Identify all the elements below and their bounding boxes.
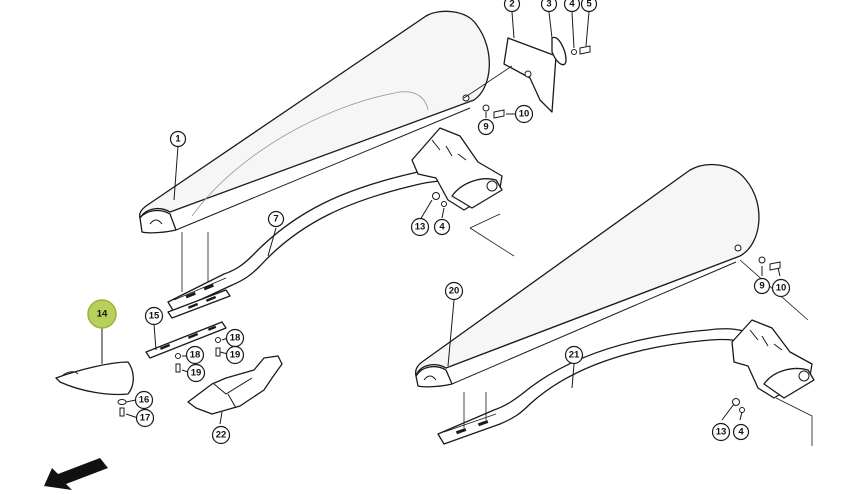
callout-20[interactable]: 20	[444, 281, 464, 301]
callout-10-upper[interactable]: 10	[514, 104, 534, 124]
bolts-18-19	[175, 337, 221, 373]
svg-text:20: 20	[449, 286, 460, 297]
callout-13-lower[interactable]: 13	[711, 422, 731, 442]
callout-9-lower[interactable]: 9	[753, 277, 771, 295]
callout-19-left[interactable]: 19	[186, 363, 206, 383]
svg-text:17: 17	[140, 413, 151, 424]
arrow-left-down-icon	[44, 458, 108, 490]
mount-bracket-upper	[411, 127, 503, 211]
callout-7[interactable]: 7	[267, 210, 285, 228]
callout-16[interactable]: 16	[134, 390, 154, 410]
callout-3[interactable]: 3	[540, 0, 558, 13]
svg-text:10: 10	[519, 109, 530, 120]
svg-text:4: 4	[439, 222, 445, 233]
svg-text:14: 14	[97, 309, 108, 320]
leader-lines	[125, 11, 781, 425]
callout-22[interactable]: 22	[211, 425, 231, 445]
bolt-set-upper-9-10	[482, 104, 505, 119]
svg-text:18: 18	[190, 350, 201, 361]
callout-2[interactable]: 2	[503, 0, 521, 13]
cone-divider-part-1	[138, 10, 490, 234]
svg-text:19: 19	[191, 368, 202, 379]
svg-text:13: 13	[716, 427, 727, 438]
svg-text:10: 10	[776, 283, 787, 294]
mount-bracket-lower	[731, 319, 815, 399]
svg-text:9: 9	[759, 281, 764, 292]
bolt-set-lower-9-10	[758, 256, 781, 271]
left-parts	[55, 289, 283, 417]
svg-text:4: 4	[569, 0, 575, 10]
nut-set-lower-13-4	[732, 398, 745, 413]
svg-text:13: 13	[415, 222, 426, 233]
callout-4-mid[interactable]: 4	[433, 218, 451, 236]
svg-text:4: 4	[738, 427, 744, 438]
callout-4-upper[interactable]: 4	[563, 0, 581, 13]
callout-5[interactable]: 5	[580, 0, 598, 13]
callout-18-right[interactable]: 18	[225, 328, 245, 348]
svg-text:21: 21	[569, 350, 580, 361]
svg-text:1: 1	[175, 134, 181, 145]
strip-part-15	[145, 289, 231, 359]
callouts: 1 2 3 4 5 9 10 7 13 4 14 15 18 19 18 19 …	[87, 0, 791, 445]
shield-part-22	[187, 355, 283, 415]
lower-assembly	[414, 163, 815, 446]
upper-assembly	[138, 10, 591, 313]
callout-21[interactable]: 21	[564, 345, 584, 365]
callout-18-left[interactable]: 18	[185, 345, 205, 365]
callout-13-upper[interactable]: 13	[410, 217, 430, 237]
callout-9-upper[interactable]: 9	[477, 118, 495, 136]
svg-text:22: 22	[216, 430, 227, 441]
callout-15[interactable]: 15	[144, 306, 164, 326]
svg-text:2: 2	[509, 0, 514, 10]
nut-set-upper-13-4	[432, 192, 447, 207]
svg-text:5: 5	[586, 0, 592, 10]
tip-part-14	[55, 322, 134, 396]
bolts-16-17	[117, 399, 127, 417]
callout-4-lower[interactable]: 4	[732, 423, 750, 441]
svg-text:16: 16	[139, 395, 150, 406]
callout-1[interactable]: 1	[169, 130, 187, 148]
spacer-part-3	[551, 36, 591, 66]
cone-divider-part-20	[414, 163, 760, 388]
callout-14-highlighted[interactable]: 14	[87, 299, 117, 329]
svg-text:7: 7	[273, 214, 278, 225]
svg-text:3: 3	[546, 0, 551, 10]
callout-10-lower[interactable]: 10	[771, 278, 791, 298]
svg-text:15: 15	[149, 311, 160, 322]
bracket-plate-part-2	[503, 37, 557, 113]
svg-text:9: 9	[483, 122, 488, 133]
callout-19-right[interactable]: 19	[225, 345, 245, 365]
svg-text:18: 18	[230, 333, 241, 344]
callout-17[interactable]: 17	[135, 408, 155, 428]
svg-text:19: 19	[230, 350, 241, 361]
